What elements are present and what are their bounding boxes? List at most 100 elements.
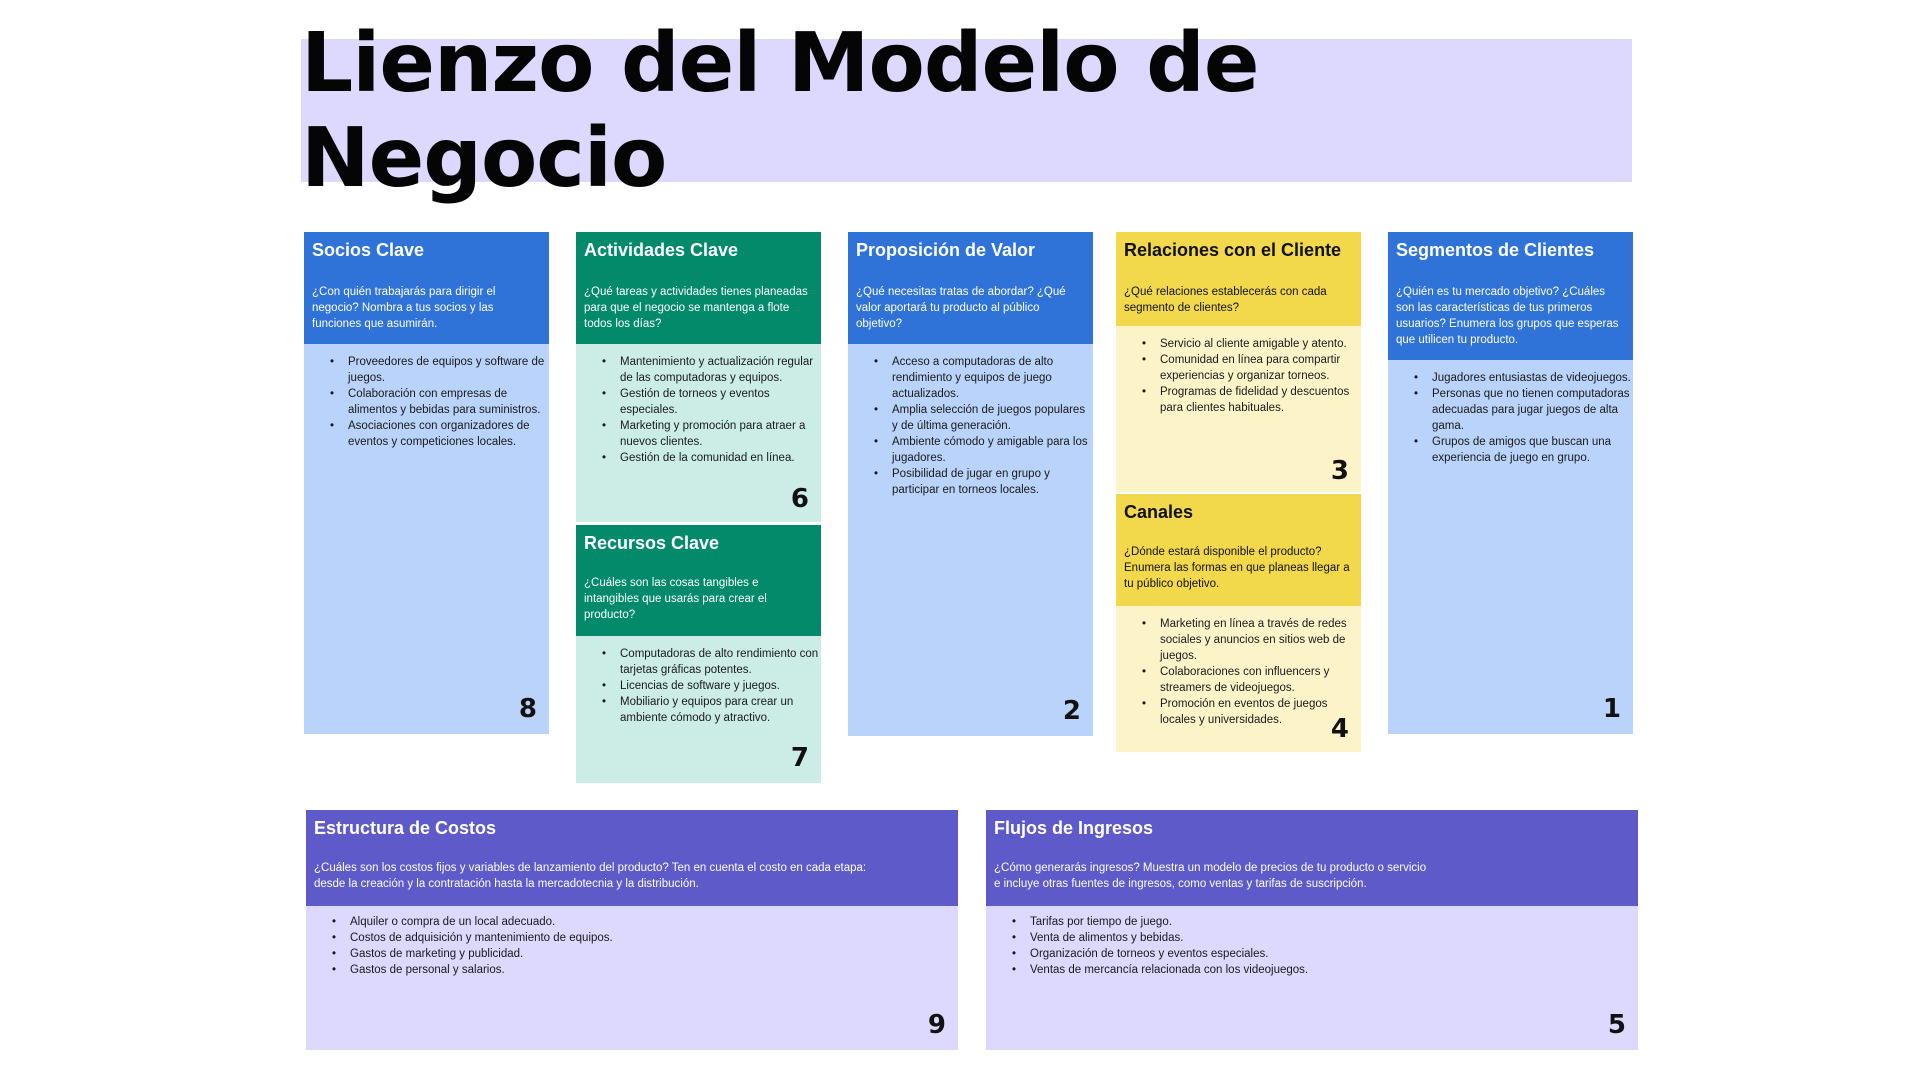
list-item: Colaboración con empresas de alimentos y…	[330, 386, 549, 418]
list-item: Licencias de software y juegos.	[602, 678, 821, 694]
question-line: ¿Cuáles son los costos fijos y variables…	[314, 862, 867, 874]
item-list: Acceso a computadoras de alto rendimient…	[848, 354, 1093, 498]
item-list: Tarifas por tiempo de juego. Venta de al…	[986, 914, 1638, 978]
list-item: Programas de fidelidad y descuentos para…	[1142, 384, 1361, 416]
block-title: Socios Clave	[312, 240, 425, 260]
list-item: Acceso a computadoras de alto rendimient…	[874, 354, 1093, 402]
list-item: Servicio al cliente amigable y atento.	[1142, 336, 1361, 352]
list-item: Grupos de amigos que buscan una experien…	[1414, 434, 1633, 466]
block-propuesta-valor: Proposición de Valor ¿Qué necesitas trat…	[848, 232, 1093, 736]
question-line: e incluye otras fuentes de ingresos, com…	[994, 878, 1367, 890]
block-question: ¿Qué necesitas tratas de abordar? ¿Qué v…	[856, 286, 1066, 330]
block-flujos-ingresos: Flujos de Ingresos ¿Cómo generarás ingre…	[986, 810, 1638, 1050]
block-title: Proposición de Valor	[856, 240, 1036, 260]
list-item: Marketing en línea a través de redes soc…	[1142, 616, 1361, 664]
block-number: 1	[1602, 694, 1621, 724]
block-body: Computadoras de alto rendimiento con tar…	[576, 636, 821, 783]
block-socios-clave: Socios Clave ¿Con quién trabajarás para …	[304, 232, 549, 734]
block-question: ¿Quién es tu mercado objetivo? ¿Cuáles s…	[1396, 286, 1619, 346]
block-body: Alquiler o compra de un local adecuado. …	[306, 906, 958, 1050]
list-item: Marketing y promoción para atraer a nuev…	[602, 418, 821, 450]
block-relaciones-cliente: Relaciones con el Cliente ¿Qué relacione…	[1116, 232, 1361, 492]
block-header: Proposición de Valor ¿Qué necesitas trat…	[848, 232, 1093, 344]
question-line: desde la creación y la contratación hast…	[314, 878, 699, 890]
list-item: Alquiler o compra de un local adecuado.	[332, 914, 958, 930]
block-header: Relaciones con el Cliente ¿Qué relacione…	[1116, 232, 1361, 326]
list-item: Gastos de marketing y publicidad.	[332, 946, 958, 962]
list-item: Ventas de mercancía relacionada con los …	[1012, 962, 1638, 978]
block-body: Marketing en línea a través de redes soc…	[1116, 606, 1361, 752]
block-title: Segmentos de Clientes	[1396, 240, 1595, 260]
block-question: ¿Dónde estará disponible el producto? En…	[1124, 546, 1350, 590]
block-number: 6	[790, 484, 809, 514]
block-body: Mantenimiento y actualización regular de…	[576, 344, 821, 522]
list-item: Ambiente cómodo y amigable para los juga…	[874, 434, 1093, 466]
block-header: Flujos de Ingresos ¿Cómo generarás ingre…	[986, 810, 1638, 906]
list-item: Mobiliario y equipos para crear un ambie…	[602, 694, 821, 726]
title-banner: Lienzo del Modelo de Negocio	[301, 16, 1632, 206]
list-item: Proveedores de equipos y software de jue…	[330, 354, 549, 386]
block-number: 9	[927, 1010, 946, 1040]
list-item: Gestión de la comunidad en línea.	[602, 450, 821, 466]
block-number: 4	[1330, 714, 1349, 744]
question-line: ¿Cómo generarás ingresos? Muestra un mod…	[994, 862, 1427, 874]
block-number: 7	[790, 743, 809, 773]
block-header: Socios Clave ¿Con quién trabajarás para …	[304, 232, 549, 344]
block-question: ¿Cuáles son las cosas tangibles e intang…	[584, 577, 767, 621]
list-item: Organización de torneos y eventos especi…	[1012, 946, 1638, 962]
block-title: Estructura de Costos	[314, 818, 497, 838]
block-header: Estructura de Costos ¿Cuáles son los cos…	[306, 810, 958, 906]
block-body: Tarifas por tiempo de juego. Venta de al…	[986, 906, 1638, 1050]
block-header: Actividades Clave ¿Qué tareas y activida…	[576, 232, 821, 344]
block-number: 8	[518, 694, 537, 724]
block-body: Servicio al cliente amigable y atento. C…	[1116, 326, 1361, 492]
block-number: 2	[1062, 696, 1081, 726]
list-item: Jugadores entusiastas de videojuegos.	[1414, 370, 1633, 386]
block-number: 3	[1330, 456, 1349, 486]
list-item: Venta de alimentos y bebidas.	[1012, 930, 1638, 946]
item-list: Marketing en línea a través de redes soc…	[1116, 616, 1361, 728]
list-item: Colaboraciones con influencers y streame…	[1142, 664, 1361, 696]
block-question: ¿Cómo generarás ingresos? Muestra un mod…	[994, 860, 1630, 892]
list-item: Costos de adquisición y mantenimiento de…	[332, 930, 958, 946]
block-body: Proveedores de equipos y software de jue…	[304, 344, 549, 734]
item-list: Alquiler o compra de un local adecuado. …	[306, 914, 958, 978]
list-item: Promoción en eventos de juegos locales y…	[1142, 696, 1361, 728]
block-number: 5	[1607, 1010, 1626, 1040]
list-item: Posibilidad de jugar en grupo y particip…	[874, 466, 1093, 498]
block-estructura-costos: Estructura de Costos ¿Cuáles son los cos…	[306, 810, 958, 1050]
block-title: Relaciones con el Cliente	[1124, 240, 1342, 260]
item-list: Mantenimiento y actualización regular de…	[576, 354, 821, 466]
list-item: Computadoras de alto rendimiento con tar…	[602, 646, 821, 678]
block-recursos-clave: Recursos Clave ¿Cuáles son las cosas tan…	[576, 525, 821, 783]
block-question: ¿Con quién trabajarás para dirigir el ne…	[312, 286, 496, 330]
block-title: Actividades Clave	[584, 240, 739, 260]
block-actividades-clave: Actividades Clave ¿Qué tareas y activida…	[576, 232, 821, 522]
block-question: ¿Cuáles son los costos fijos y variables…	[314, 860, 950, 892]
list-item: Gastos de personal y salarios.	[332, 962, 958, 978]
block-question: ¿Qué relaciones establecerás con cada se…	[1124, 286, 1327, 314]
list-item: Personas que no tienen computadoras adec…	[1414, 386, 1633, 434]
block-header: Canales ¿Dónde estará disponible el prod…	[1116, 494, 1361, 606]
block-question: ¿Qué tareas y actividades tienes planead…	[584, 286, 808, 330]
block-body: Acceso a computadoras de alto rendimient…	[848, 344, 1093, 736]
page-title: Lienzo del Modelo de Negocio	[301, 15, 1259, 206]
block-body: Jugadores entusiastas de videojuegos. Pe…	[1388, 360, 1633, 734]
list-item: Asociaciones con organizadores de evento…	[330, 418, 549, 450]
block-title: Recursos Clave	[584, 533, 720, 553]
block-header: Recursos Clave ¿Cuáles son las cosas tan…	[576, 525, 821, 636]
item-list: Servicio al cliente amigable y atento. C…	[1116, 336, 1361, 416]
block-canales: Canales ¿Dónde estará disponible el prod…	[1116, 494, 1361, 752]
block-header: Segmentos de Clientes ¿Quién es tu merca…	[1388, 232, 1633, 360]
item-list: Computadoras de alto rendimiento con tar…	[576, 646, 821, 726]
item-list: Jugadores entusiastas de videojuegos. Pe…	[1388, 370, 1633, 466]
block-title: Flujos de Ingresos	[994, 818, 1154, 838]
list-item: Gestión de torneos y eventos especiales.	[602, 386, 821, 418]
list-item: Tarifas por tiempo de juego.	[1012, 914, 1638, 930]
block-title: Canales	[1124, 502, 1194, 522]
list-item: Amplia selección de juegos populares y d…	[874, 402, 1093, 434]
block-segmentos-clientes: Segmentos de Clientes ¿Quién es tu merca…	[1388, 232, 1633, 734]
item-list: Proveedores de equipos y software de jue…	[304, 354, 549, 450]
list-item: Mantenimiento y actualización regular de…	[602, 354, 821, 386]
list-item: Comunidad en línea para compartir experi…	[1142, 352, 1361, 384]
